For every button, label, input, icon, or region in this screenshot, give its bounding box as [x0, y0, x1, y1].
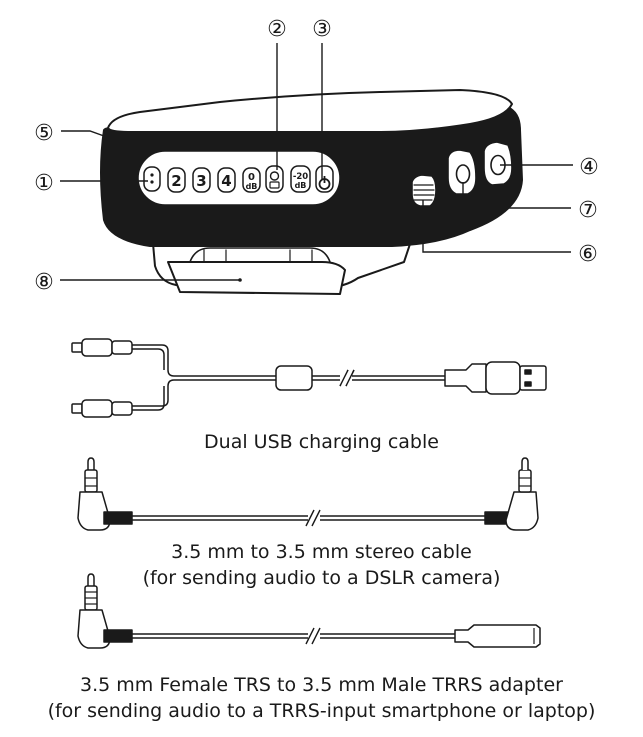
- dual-usb-cable: [71, 338, 547, 418]
- stereo-cable-caption-line1: 3.5 mm to 3.5 mm stereo cable: [171, 541, 472, 563]
- side-controls: [411, 141, 513, 207]
- callout-5: ⑤: [34, 121, 54, 146]
- panel-button-labels: 2 3 4 0 dB -20 dB: [171, 172, 308, 191]
- gain-minus20-label: -20: [293, 172, 308, 182]
- gain-minus20db-button: [290, 165, 311, 193]
- leader-7: [462, 182, 571, 209]
- callout-leaders: [60, 43, 573, 281]
- channel-3-label: 3: [196, 172, 206, 190]
- leader-6: [422, 200, 571, 253]
- panel-buttons: [143, 165, 334, 193]
- device-top-lid: [107, 89, 513, 133]
- power-button: [143, 166, 161, 192]
- female-socket: [454, 624, 541, 648]
- callout-7: ⑦: [578, 198, 598, 223]
- trrs-adapter: [77, 573, 541, 649]
- channel-4-label: 4: [221, 172, 231, 190]
- channel-2-button: [167, 167, 186, 193]
- gain-minus20-unit-label: dB: [295, 181, 307, 190]
- gain-0-unit-label: dB: [246, 182, 258, 191]
- ferrite-bead: [275, 365, 313, 391]
- callout-numbers: ① ② ③ ④ ⑤ ⑥ ⑦ ⑧: [34, 17, 599, 295]
- adapter-caption-line1: 3.5 mm Female TRS to 3.5 mm Male TRRS ad…: [80, 674, 563, 696]
- callout-8: ⑧: [34, 270, 54, 295]
- channel-4-button: [217, 167, 236, 193]
- button-panel: [137, 150, 341, 206]
- adapter-strain-relief: [103, 629, 133, 643]
- gain-0-label: 0: [248, 172, 255, 183]
- leader-5: [61, 130, 105, 137]
- usb-cable-caption: Dual USB charging cable: [204, 431, 439, 453]
- stereo-cable: [77, 457, 539, 531]
- receiver-device: [100, 89, 523, 295]
- adapter-caption-line2: (for sending audio to a TRRS-input smart…: [47, 700, 596, 722]
- mode-icon: [269, 171, 280, 181]
- channel-2-label: 2: [171, 172, 181, 190]
- channel-3-button: [192, 167, 211, 193]
- callout-2: ②: [267, 17, 287, 42]
- callout-4: ④: [579, 155, 599, 180]
- callout-3: ③: [312, 17, 332, 42]
- strain-relief-left: [103, 511, 133, 525]
- belt-clip-plate: [167, 261, 346, 295]
- callout-1: ①: [34, 171, 54, 196]
- callout-6: ⑥: [578, 242, 598, 267]
- stereo-cable-caption-line2: (for sending audio to a DSLR camera): [142, 567, 501, 589]
- gain-0db-button: [242, 167, 261, 193]
